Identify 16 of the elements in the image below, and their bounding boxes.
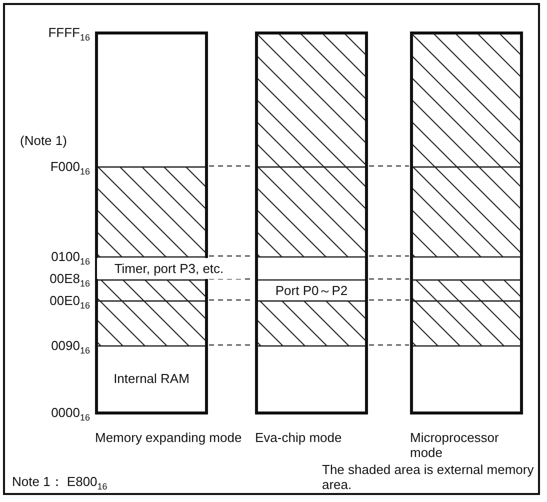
address-label: 0100$_{16}$ <box>51 249 90 269</box>
node-label: Timer, port P3, etc. <box>114 261 224 276</box>
address-label: FFFF$_{16}$ <box>48 25 90 45</box>
note-text: (Note 1) <box>20 133 67 148</box>
mode-label: Memory expanding mode <box>95 430 243 445</box>
mode-label: Microprocessor mode <box>410 430 500 460</box>
note-text: The shaded area is external memory area. <box>322 462 535 492</box>
address-label: 0000$_{16}$ <box>51 405 90 425</box>
node-label: Internal RAM <box>114 371 190 386</box>
address-label: 00E0$_{16}$ <box>50 293 90 313</box>
address-label: 00E8$_{16}$ <box>50 271 90 291</box>
mode-label: Eva-chip mode <box>255 430 343 445</box>
note-text: Note 1： E800$_{16}$ <box>12 474 108 494</box>
memory-region-label: Timer, port P3, etc. <box>97 258 241 279</box>
address-label: F000$_{16}$ <box>50 159 90 179</box>
address-label: 0090$_{16}$ <box>51 338 90 358</box>
